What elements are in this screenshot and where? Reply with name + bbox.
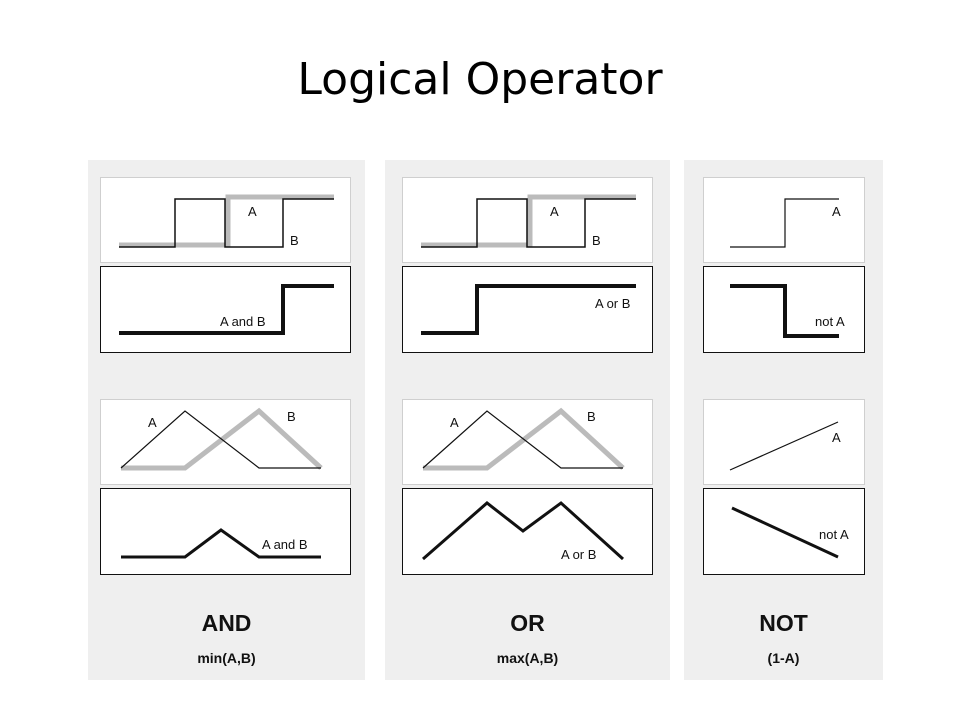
or-fuzzy-inputs-svg: A B bbox=[422, 407, 625, 471]
and-fuzzy-inputs-graph: A B bbox=[100, 399, 351, 485]
and-fuzzy-label-b: B bbox=[287, 409, 296, 424]
or-fuzzy-result-graph: A or B bbox=[402, 488, 653, 575]
slide-title: Logical Operator bbox=[297, 54, 663, 105]
and-fuzzy-result-graph: A and B bbox=[100, 488, 351, 575]
not-crisp-result-label: not A bbox=[815, 314, 845, 329]
input-b-line bbox=[421, 194, 636, 248]
or-fuzzy-result-label: A or B bbox=[561, 547, 596, 562]
result-line bbox=[731, 506, 839, 559]
and-crisp-result-graph: A and B bbox=[100, 266, 351, 353]
or-operator-name: OR bbox=[510, 610, 545, 636]
or-crisp-result-graph: A or B bbox=[402, 266, 653, 353]
or-operator-formula: max(A,B) bbox=[496, 650, 559, 666]
not-operator-formula: (1-A) bbox=[767, 650, 800, 666]
and-operator-panel: A B A and B A B A and B AND min(A,B) bbox=[88, 160, 365, 680]
input-b-line bbox=[119, 194, 334, 248]
result-line bbox=[421, 284, 636, 335]
or-crisp-inputs-svg: A B bbox=[421, 194, 636, 248]
not-crisp-result-svg: not A bbox=[730, 284, 845, 338]
or-operator-panel: A B A or B A B A or B OR max(A,B) bbox=[385, 160, 670, 680]
or-fuzzy-label-b: B bbox=[587, 409, 596, 424]
or-fuzzy-label-a: A bbox=[450, 415, 459, 430]
or-fuzzy-result-svg: A or B bbox=[422, 501, 625, 562]
result-line bbox=[422, 501, 625, 561]
and-operator-formula: min(A,B) bbox=[197, 650, 256, 666]
and-crisp-result-label: A and B bbox=[220, 314, 266, 329]
not-fuzzy-label-a: A bbox=[832, 430, 841, 445]
and-crisp-inputs-svg: A B bbox=[119, 194, 334, 248]
or-crisp-result-svg: A or B bbox=[421, 284, 636, 335]
not-crisp-input-svg: A bbox=[730, 198, 841, 248]
input-a-line bbox=[422, 410, 623, 469]
or-crisp-inputs-graph: A B bbox=[402, 177, 653, 263]
input-a-line bbox=[730, 198, 839, 248]
and-fuzzy-result-svg: A and B bbox=[121, 528, 321, 559]
not-fuzzy-input-graph: A bbox=[703, 399, 865, 485]
and-crisp-label-a: A bbox=[248, 204, 257, 219]
input-a-line bbox=[119, 198, 334, 248]
and-crisp-inputs-graph: A B bbox=[100, 177, 351, 263]
or-crisp-label-a: A bbox=[550, 204, 559, 219]
or-fuzzy-inputs-graph: A B bbox=[402, 399, 653, 485]
not-fuzzy-result-svg: not A bbox=[731, 506, 849, 559]
and-fuzzy-label-a: A bbox=[148, 415, 157, 430]
not-fuzzy-result-graph: not A bbox=[703, 488, 865, 575]
input-a-line bbox=[120, 410, 321, 469]
input-a-line bbox=[421, 198, 636, 248]
result-line bbox=[730, 284, 839, 338]
not-operator-name: NOT bbox=[759, 610, 808, 636]
and-crisp-result-svg: A and B bbox=[119, 284, 334, 335]
or-crisp-result-label: A or B bbox=[595, 296, 630, 311]
and-operator-name: AND bbox=[201, 610, 252, 636]
and-crisp-label-b: B bbox=[290, 233, 299, 248]
and-fuzzy-result-label: A and B bbox=[262, 537, 308, 552]
result-line bbox=[121, 528, 321, 559]
and-fuzzy-inputs-svg: A B bbox=[120, 407, 323, 471]
not-crisp-label-a: A bbox=[832, 204, 841, 219]
not-fuzzy-result-label: not A bbox=[819, 527, 849, 542]
not-operator-panel: A not A A not A NOT (1-A) bbox=[684, 160, 883, 680]
not-fuzzy-input-svg: A bbox=[729, 421, 841, 471]
or-crisp-label-b: B bbox=[592, 233, 601, 248]
input-a-line bbox=[729, 421, 839, 471]
not-crisp-input-graph: A bbox=[703, 177, 865, 263]
result-line bbox=[119, 284, 334, 335]
not-crisp-result-graph: not A bbox=[703, 266, 865, 353]
